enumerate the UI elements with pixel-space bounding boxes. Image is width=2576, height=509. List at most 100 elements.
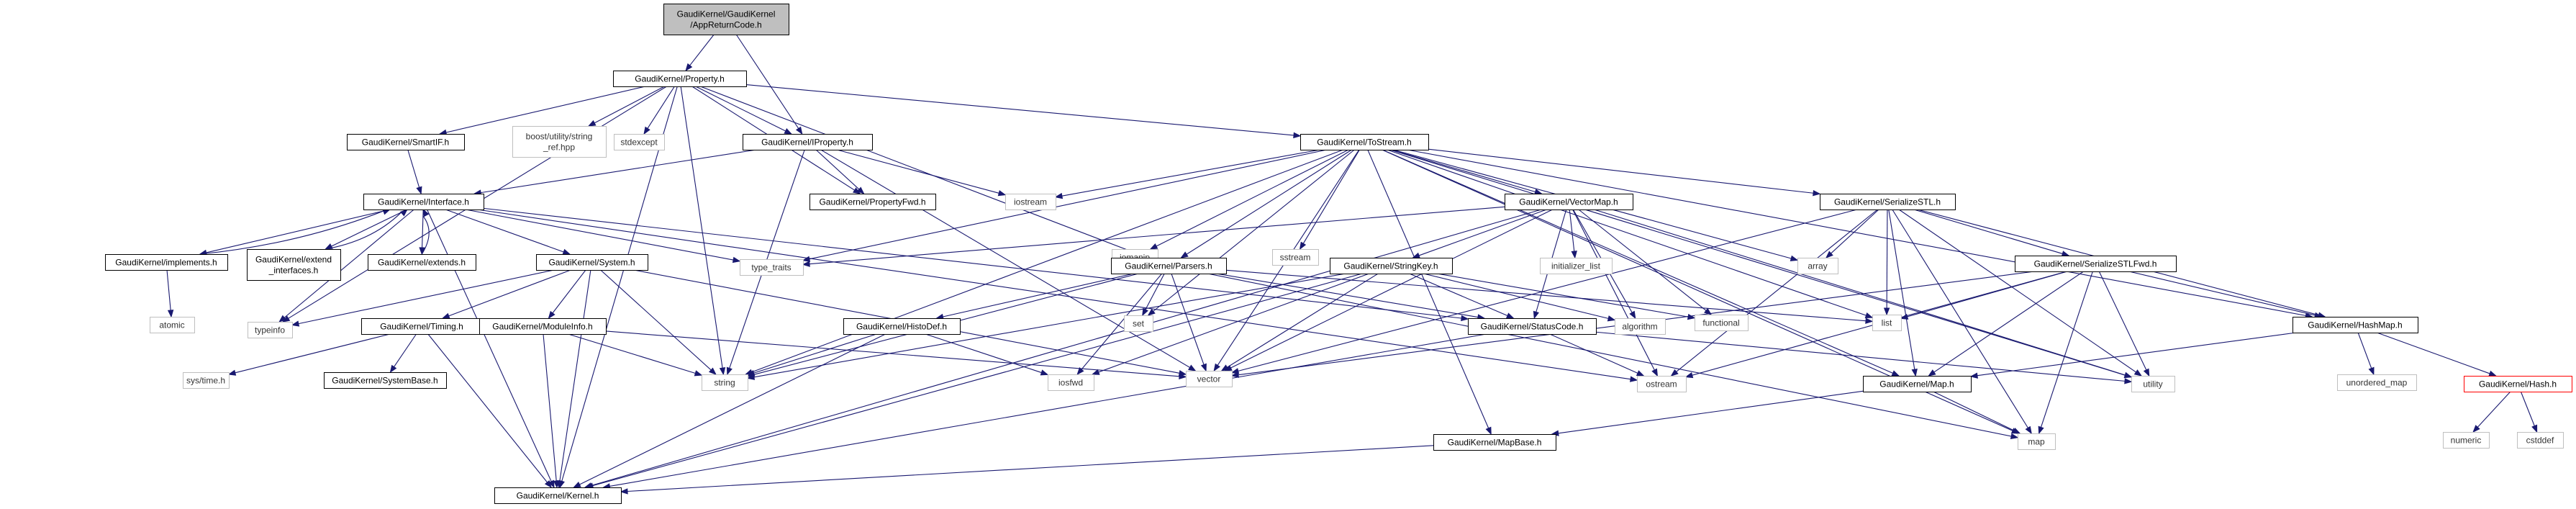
node-system[interactable]: GaudiKernel/System.h xyxy=(536,254,648,271)
node-label: cstddef xyxy=(2526,436,2554,446)
node-histodef[interactable]: GaudiKernel/HistoDef.h xyxy=(843,318,961,335)
node-property[interactable]: GaudiKernel/Property.h xyxy=(613,71,747,87)
node-root[interactable]: GaudiKernel/GaudiKernel/AppReturnCode.h xyxy=(663,4,789,35)
node-label: vector xyxy=(1197,374,1221,384)
edge-line xyxy=(1407,149,2306,316)
node-typeinfo[interactable]: typeinfo xyxy=(248,322,293,338)
node-typetraits[interactable]: type_traits xyxy=(740,259,804,276)
node-label: GaudiKernel/extend xyxy=(255,255,332,265)
edge-map-h-to-map xyxy=(1933,391,2021,434)
edge-arrowhead xyxy=(2012,428,2021,434)
node-mapbase[interactable]: GaudiKernel/MapBase.h xyxy=(1433,434,1556,451)
node-propfwd[interactable]: GaudiKernel/PropertyFwd.h xyxy=(809,194,936,210)
node-label: atomic xyxy=(159,320,184,330)
node-atomic[interactable]: atomic xyxy=(150,317,195,333)
edge-implements-to-atomic xyxy=(166,269,174,318)
edge-tostream-to-set xyxy=(1147,149,1355,316)
node-stringkey[interactable]: GaudiKernel/StringKey.h xyxy=(1330,258,1453,274)
node-string[interactable]: string xyxy=(702,374,748,391)
node-timing[interactable]: GaudiKernel/Timing.h xyxy=(361,318,483,335)
edge-arrowhead xyxy=(856,186,865,194)
edge-tostream-to-sstream xyxy=(1299,149,1360,251)
edge-line xyxy=(735,34,799,129)
node-label: initializer_list xyxy=(1551,261,1601,271)
edge-arrowhead xyxy=(708,367,717,375)
node-unorderedmap[interactable]: unordered_map xyxy=(2337,374,2417,391)
node-label: sstream xyxy=(1280,253,1311,263)
edge-arrowhead xyxy=(1200,363,1207,372)
node-utility[interactable]: utility xyxy=(2131,376,2175,392)
edge-arrowhead xyxy=(746,374,756,380)
node-sstream[interactable]: sstream xyxy=(1272,249,1319,266)
node-algorithm[interactable]: algorithm xyxy=(1615,318,1666,335)
edge-line xyxy=(1933,271,2084,373)
node-stdexcept[interactable]: stdexcept xyxy=(614,134,665,150)
edge-line xyxy=(1913,209,2063,254)
node-smartif[interactable]: GaudiKernel/SmartIF.h xyxy=(347,134,465,150)
edge-arrowhead xyxy=(167,310,174,318)
edge-arrowhead xyxy=(620,488,628,495)
edge-line xyxy=(1302,149,1360,244)
node-cstddef[interactable]: cstddef xyxy=(2517,432,2564,449)
edge-line xyxy=(1977,332,2297,377)
node-label: GaudiKernel/implements.h xyxy=(115,258,217,268)
edge-line xyxy=(1898,209,2136,373)
edge-line xyxy=(594,86,665,124)
edge-arrowhead xyxy=(2124,378,2133,384)
edge-line xyxy=(1156,149,1349,247)
edge-serializestlfwd-to-map xyxy=(2038,271,2093,435)
node-iosfwd[interactable]: iosfwd xyxy=(1048,374,1094,391)
edge-arrowhead xyxy=(1629,310,1636,320)
node-implements[interactable]: GaudiKernel/implements.h xyxy=(105,254,228,271)
edge-line xyxy=(422,209,424,248)
node-label: boost/utility/string xyxy=(526,132,593,142)
node-ostream[interactable]: ostream xyxy=(1637,376,1687,392)
edge-tostream-to-iostream xyxy=(1054,149,1320,199)
node-iostream[interactable]: iostream xyxy=(1005,194,1056,210)
node-label: GaudiKernel/Interface.h xyxy=(378,197,469,207)
node-hashmap[interactable]: GaudiKernel/HashMap.h xyxy=(2292,317,2418,333)
edge-line xyxy=(427,209,552,482)
node-statuscode[interactable]: GaudiKernel/StatusCode.h xyxy=(1468,318,1597,335)
edge-line xyxy=(1676,209,1878,372)
node-hash[interactable]: GaudiKernel/Hash.h xyxy=(2464,376,2572,392)
node-label: GaudiKernel/Property.h xyxy=(635,74,725,84)
edge-line xyxy=(1594,209,2126,376)
node-map-h[interactable]: GaudiKernel/Map.h xyxy=(1863,376,1972,392)
node-list[interactable]: list xyxy=(1872,315,1902,331)
node-interface[interactable]: GaudiKernel/Interface.h xyxy=(363,194,484,210)
node-iproperty[interactable]: GaudiKernel/IProperty.h xyxy=(743,134,873,150)
node-array[interactable]: array xyxy=(1797,258,1838,274)
node-kernel[interactable]: GaudiKernel/Kernel.h xyxy=(494,487,622,504)
node-extendif[interactable]: GaudiKernel/extend_interfaces.h xyxy=(247,249,341,281)
node-moduleinfo[interactable]: GaudiKernel/ModuleInfo.h xyxy=(479,318,607,335)
edge-arrowhead xyxy=(2133,369,2143,377)
node-map[interactable]: map xyxy=(2018,433,2056,450)
node-vectormap[interactable]: GaudiKernel/VectorMap.h xyxy=(1505,194,1633,210)
node-label: utility xyxy=(2143,379,2162,389)
node-extends[interactable]: GaudiKernel/extends.h xyxy=(368,254,476,271)
edge-line xyxy=(1098,273,1369,373)
node-systembase[interactable]: GaudiKernel/SystemBase.h xyxy=(324,372,447,389)
node-set[interactable]: set xyxy=(1124,315,1153,332)
node-label: GaudiKernel/extends.h xyxy=(378,258,466,268)
node-numeric[interactable]: numeric xyxy=(2443,432,2490,449)
node-box xyxy=(1468,318,1597,335)
node-systime[interactable]: sys/time.h xyxy=(183,372,230,389)
edge-line xyxy=(1888,209,1915,370)
node-serializestl[interactable]: GaudiKernel/SerializeSTL.h xyxy=(1820,194,1956,210)
node-boost[interactable]: boost/utility/string_ref.hpp xyxy=(512,126,607,158)
node-vector[interactable]: vector xyxy=(1186,371,1233,387)
node-tostream[interactable]: GaudiKernel/ToStream.h xyxy=(1300,134,1429,150)
edge-line xyxy=(445,209,564,253)
node-functional[interactable]: functional xyxy=(1695,315,1749,331)
edge-line xyxy=(1145,273,1165,310)
node-initlist[interactable]: initializer_list xyxy=(1540,258,1613,274)
edge-stringkey-to-algorithm xyxy=(1423,273,1616,322)
node-parsers[interactable]: GaudiKernel/Parsers.h xyxy=(1111,258,1227,274)
node-box xyxy=(809,194,936,210)
node-serializestlfwd[interactable]: GaudiKernel/SerializeSTLFwd.h xyxy=(2015,256,2177,272)
edge-tostream-to-serializestl xyxy=(1428,148,1821,197)
edge-line xyxy=(1389,149,2126,376)
